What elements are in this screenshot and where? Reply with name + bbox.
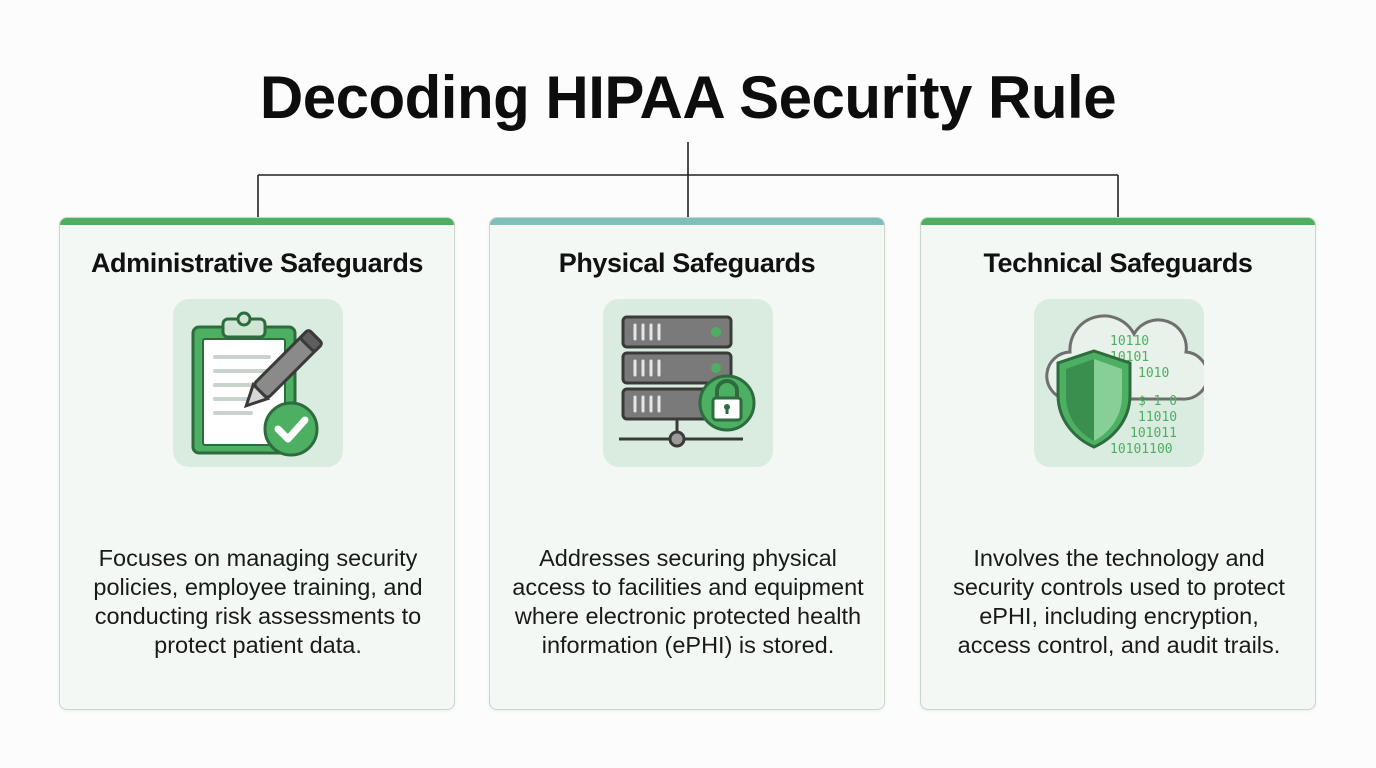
card-technical-safeguards: Technical Safeguards 10110 10101 1010 $ … [920, 217, 1316, 710]
binary-line: 11010 [1138, 410, 1177, 425]
card-accent-bar [60, 218, 454, 225]
card-title: Administrative Safeguards [90, 248, 424, 278]
binary-line: 10110 [1110, 334, 1149, 349]
card-accent-bar [921, 218, 1315, 225]
binary-line: $ 1 0 [1138, 394, 1177, 409]
binary-line: 101011 [1130, 426, 1177, 441]
clipboard-pen-check-icon [173, 299, 343, 467]
card-title: Physical Safeguards [558, 248, 816, 278]
cloud-shield-binary-icon: 10110 10101 1010 $ 1 0 11010 101011 1010… [1034, 299, 1204, 467]
card-description: Focuses on managing security policies, e… [93, 545, 423, 658]
card-administrative-safeguards: Administrative Safeguards [59, 217, 455, 710]
binary-line: 10101100 [1110, 442, 1173, 457]
card-physical-safeguards: Physical Safeguards [489, 217, 885, 710]
card-description: Involves the technology and security con… [953, 545, 1285, 658]
card-description: Addresses securing physical access to fa… [512, 545, 864, 658]
binary-line: 1010 [1138, 366, 1169, 381]
card-title: Technical Safeguards [983, 248, 1253, 278]
page-title: Decoding HIPAA Security Rule [259, 64, 1117, 131]
card-accent-bar [490, 218, 884, 225]
server-lock-icon [603, 299, 773, 467]
